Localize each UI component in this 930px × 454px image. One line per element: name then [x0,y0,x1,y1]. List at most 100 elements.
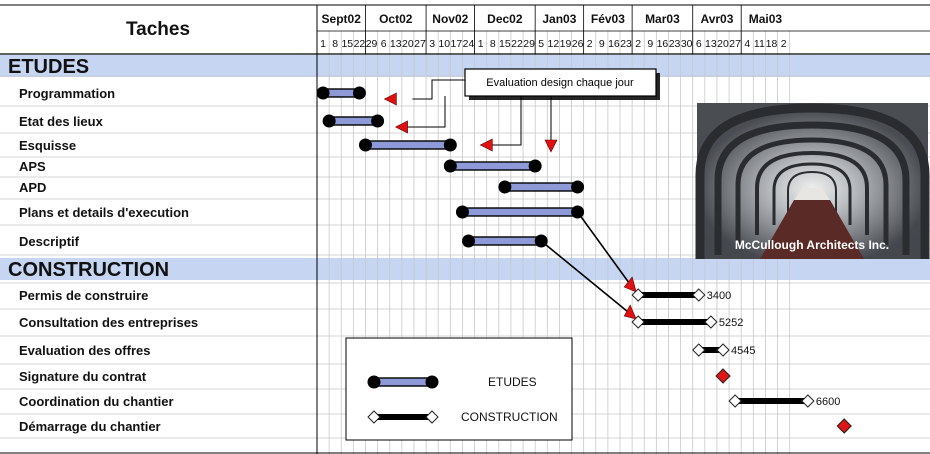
bar-start-diamond [728,394,742,408]
month-label: Dec02 [487,12,523,26]
bar-value-label: 3400 [707,290,731,302]
callout-arrow [479,138,493,152]
day-label: 6 [381,38,387,50]
callout-leader [405,96,446,128]
callout-arrow [383,92,397,106]
construction-bar [698,347,724,353]
etudes-bar [461,207,579,217]
day-label: 16 [657,38,669,50]
bar-end-dot [571,180,585,194]
day-label: 8 [332,38,338,50]
day-label: 15 [499,38,511,50]
day-label: 8 [490,38,496,50]
section-band [0,258,930,280]
bar-end-diamond [801,394,815,408]
dependency-arrowhead [623,304,637,320]
bar-end-dot [528,159,542,173]
bar-start-dot [367,375,381,389]
day-label: 22 [511,38,523,50]
task-label: Signature du contrat [19,369,147,384]
month-label: Mai03 [749,12,783,26]
construction-bar [638,319,711,325]
day-label: 17 [451,38,463,50]
month-label: Jan03 [542,12,576,26]
dependency-arrowhead [623,276,637,293]
day-label: 2 [635,38,641,50]
bar-end-dot [425,375,439,389]
month-label: Oct02 [379,12,413,26]
milestone-diamond [836,418,852,434]
milestone-diamond [715,368,731,384]
bar-value-label: 4545 [731,345,755,357]
task-label: Permis de construire [19,288,148,303]
task-label: Descriptif [19,234,80,249]
month-label: Avr03 [700,12,733,26]
callout-leader [480,96,522,146]
bar-end-diamond [692,288,706,302]
bar-start-diamond [692,343,706,357]
bar-start-dot [498,180,512,194]
task-label: APD [19,180,46,195]
etudes-bar [373,377,433,387]
etudes-bar [364,140,452,150]
legend-label: ETUDES [488,375,537,389]
day-label: 20 [717,38,729,50]
photo-caption: McCullough Architects Inc. [735,238,889,252]
architecture-photo: McCullough Architects Inc. [695,103,930,259]
bar-end-diamond [425,410,439,424]
milestones [715,368,852,434]
task-label: Evaluation des offres [19,343,150,358]
etudes-bar [504,182,579,192]
construction-bar [735,398,808,404]
tasks-column-title: Taches [126,19,190,40]
bar-end-dot [371,114,385,128]
callout-text: Evaluation design chaque jour [486,77,634,89]
section-title: ETUDES [8,56,89,78]
month-label: Fév03 [591,12,625,26]
day-label: 15 [341,38,353,50]
bar-value-label: 5252 [719,317,743,329]
bar-start-dot [322,114,336,128]
etudes-bar [328,116,379,126]
dependency-arrows [383,79,637,320]
day-label: 9 [599,38,605,50]
day-label: 16 [608,38,620,50]
legend-box [345,337,573,441]
bar-start-dot [358,138,372,152]
etudes-bar [467,236,542,246]
section-bands [0,55,930,280]
construction-bar [374,414,432,420]
month-label: Nov02 [432,12,468,26]
task-label: Programmation [19,86,115,101]
task-label: Coordination du chantier [19,394,174,409]
day-label: 3 [429,38,435,50]
task-label: Esquisse [19,138,76,153]
bar-end-dot [443,138,457,152]
dependency-line [576,211,635,291]
day-label: 26 [572,38,584,50]
task-bars [316,86,815,408]
legend-label: CONSTRUCTION [461,410,558,424]
day-label: 6 [696,38,702,50]
day-label: 10 [438,38,450,50]
bar-start-dot [316,86,330,100]
day-label: 18 [766,38,778,50]
bar-value-label: 6600 [816,396,840,408]
task-label: Plans et details d'execution [19,205,189,220]
section-title: CONSTRUCTION [8,259,169,281]
callout-leader [412,79,465,100]
task-label: Démarrage du chantier [19,419,161,434]
day-label: 1 [320,38,326,50]
day-label: 12 [547,38,559,50]
bar-value-labels: 3400 5252 4545 6600 [707,290,841,408]
bar-end-diamond [704,315,718,329]
day-label: 30 [681,38,693,50]
day-label: 19 [560,38,572,50]
task-label: Consultation des entreprises [19,315,198,330]
day-label: 4 [744,38,750,50]
day-label: 1 [478,38,484,50]
bar-start-dot [455,205,469,219]
dependency-line [540,240,635,318]
